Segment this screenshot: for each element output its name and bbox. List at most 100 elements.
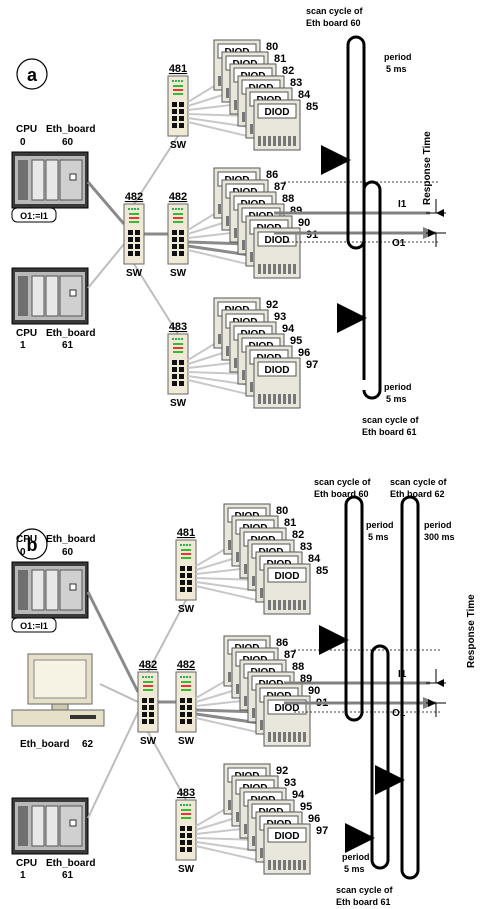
- plc-cpu-module: [31, 159, 45, 201]
- period-top-line1: period: [384, 52, 412, 62]
- plc-cpu-module: [31, 569, 45, 611]
- diod-terminal: [228, 672, 231, 682]
- scan-top2-line2: Eth board 62: [390, 489, 445, 499]
- diod-terminal: [303, 732, 306, 742]
- plc-led: [69, 583, 77, 591]
- switch-port: [180, 840, 185, 845]
- diod-terminal: [226, 346, 229, 356]
- link-cpu1: [87, 711, 139, 819]
- switch-led: [189, 544, 191, 546]
- cpu0-number: 0: [20, 547, 26, 558]
- switch-id: 482: [139, 659, 157, 671]
- response-time-label: Response Time: [466, 594, 477, 668]
- switch-port: [172, 109, 177, 114]
- scan-loop-61: [370, 644, 390, 870]
- switch-port: [142, 705, 147, 710]
- diod-terminal: [242, 370, 245, 380]
- plc-eth-module: [45, 805, 59, 847]
- diod-number: 92: [266, 299, 278, 311]
- diod-number: 96: [298, 347, 310, 359]
- diod-number: 86: [266, 169, 278, 181]
- diod-terminal: [293, 264, 296, 274]
- cpu1-board-label: Eth_board: [46, 328, 95, 339]
- cpu0-number: 0: [20, 137, 26, 148]
- assign-tag: [11, 617, 57, 633]
- switch-led: [131, 208, 133, 210]
- diod-terminal: [250, 382, 253, 392]
- cpu1-board-number: 61: [62, 340, 74, 351]
- switch-port: [180, 587, 185, 592]
- diod-terminal: [278, 394, 281, 404]
- diod-terminal: [252, 708, 255, 718]
- cpu1-label: CPU: [16, 858, 37, 869]
- switch-port: [128, 244, 133, 249]
- switch-port: [180, 580, 185, 585]
- switch-port: [142, 719, 147, 724]
- switch-port: [187, 698, 192, 703]
- switch-port: [187, 840, 192, 845]
- diod-terminal: [250, 124, 253, 134]
- scan-bottom-line2: Eth board 61: [336, 897, 391, 907]
- switch-status: [181, 681, 191, 683]
- switch-led: [145, 676, 147, 678]
- diod-number: 82: [282, 65, 294, 77]
- switch-led: [128, 208, 130, 210]
- plc-cpu-module: [31, 805, 45, 847]
- diod-terminal: [288, 394, 291, 404]
- link-cpu1: [87, 243, 125, 289]
- diod-number: 89: [290, 205, 302, 217]
- diod-number: 90: [308, 685, 320, 697]
- diod-number: 95: [290, 335, 302, 347]
- switch-status: [181, 813, 191, 815]
- link-sw: [147, 731, 187, 801]
- switch-led: [172, 80, 174, 82]
- switch-port: [187, 587, 192, 592]
- scan-loop-60: [346, 35, 366, 250]
- diod-number: 94: [292, 789, 305, 801]
- switch-port: [128, 237, 133, 242]
- diod-terminal: [273, 732, 276, 742]
- diod-number: 85: [316, 565, 328, 577]
- switch-status: [173, 343, 183, 345]
- switch-status: [181, 557, 191, 559]
- diod-terminal: [258, 394, 261, 404]
- diod-label: DIOD: [275, 571, 300, 582]
- diod-terminal: [268, 394, 271, 404]
- diod-terminal: [278, 264, 281, 274]
- switch-port: [180, 712, 185, 717]
- diod-label: DIOD: [275, 831, 300, 842]
- switch-port: [179, 116, 184, 121]
- diod-terminal: [268, 732, 271, 742]
- switch-status: [181, 689, 191, 691]
- switch-led: [175, 80, 177, 82]
- diod-terminal: [283, 600, 286, 610]
- assign-tag: [11, 207, 57, 223]
- switch-port: [142, 712, 147, 717]
- switch-led: [183, 804, 185, 806]
- switch-label: SW: [178, 604, 195, 615]
- switch-port: [180, 833, 185, 838]
- diod-terminal: [263, 136, 266, 146]
- switch-port: [172, 374, 177, 379]
- switch-port: [187, 580, 192, 585]
- switch-status: [143, 681, 153, 683]
- diod-terminal: [298, 732, 301, 742]
- period-top-line1: period: [366, 520, 394, 530]
- diod-terminal: [278, 860, 281, 870]
- plc-led: [69, 819, 77, 827]
- switch-id: 483: [177, 787, 195, 799]
- scan-loop-62: [400, 495, 420, 880]
- switch-led: [189, 676, 191, 678]
- cpu1-number: 1: [20, 340, 26, 351]
- switch-id: 482: [177, 659, 195, 671]
- link-pc: [99, 683, 139, 703]
- cpu0-board-number: 60: [62, 137, 74, 148]
- switch-port: [187, 847, 192, 852]
- cpu1-board-label: Eth_board: [46, 858, 95, 869]
- plc-eth-module: [45, 159, 59, 201]
- switch-led: [142, 676, 144, 678]
- diod-terminal: [283, 732, 286, 742]
- panel-letter: b: [27, 535, 38, 555]
- diod-terminal: [244, 696, 247, 706]
